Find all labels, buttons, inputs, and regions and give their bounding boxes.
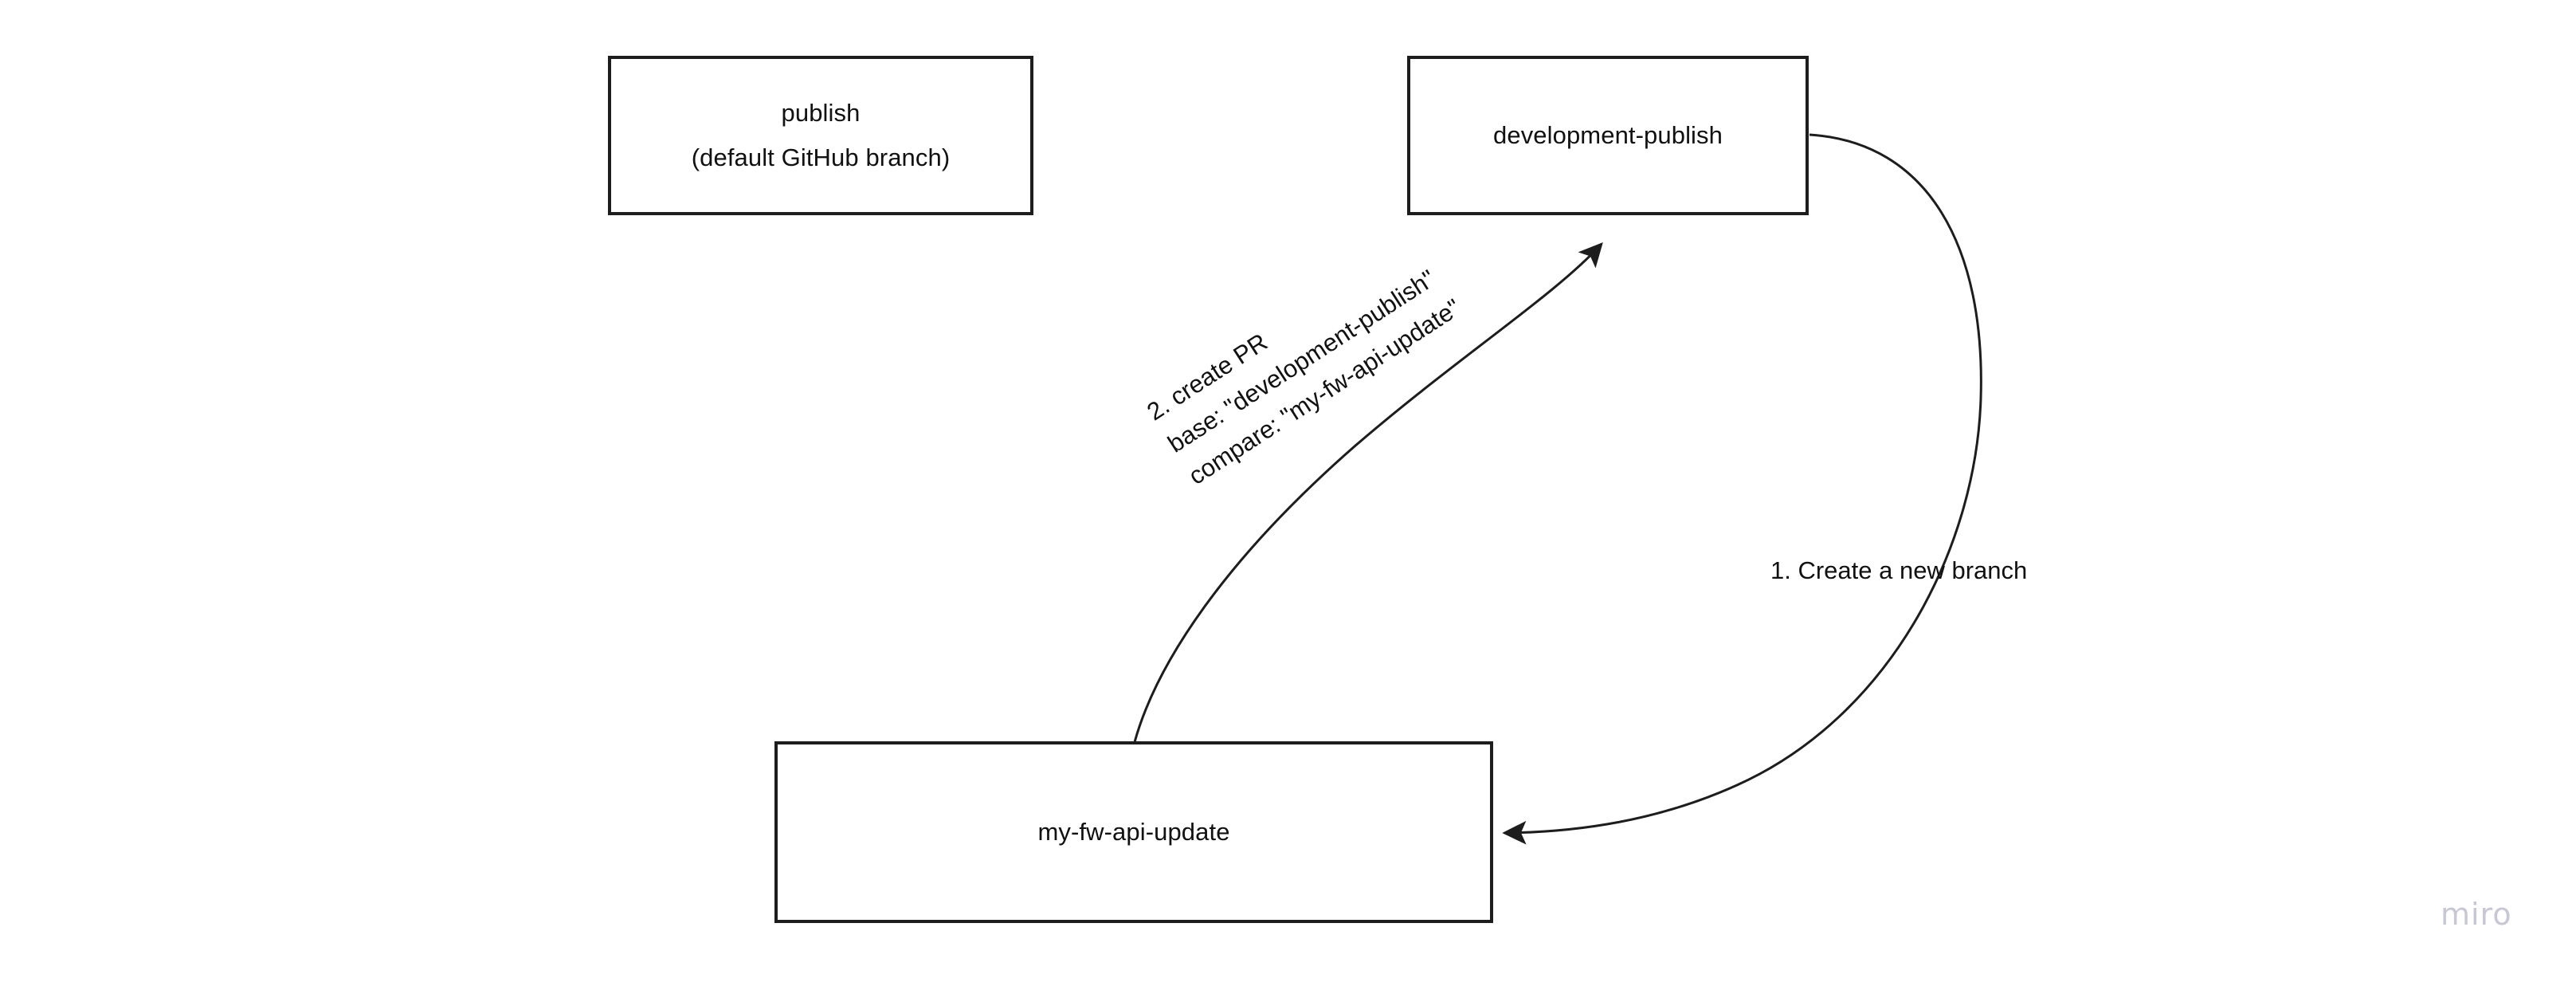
node-development-publish-label: development-publish	[1493, 121, 1723, 149]
node-my-fw-api-update[interactable]: my-fw-api-update	[774, 741, 1493, 923]
node-publish[interactable]: publish (default GitHub branch)	[608, 56, 1033, 215]
edge-label-create-branch[interactable]: 1. Create a new branch	[1770, 556, 2028, 584]
node-development-publish[interactable]: development-publish	[1407, 56, 1809, 215]
edge-label-create-pr[interactable]: 2. create PR base: "development-publish"…	[1142, 264, 1466, 490]
edge-create-branch-path	[1502, 133, 1982, 845]
node-publish-label: publish (default GitHub branch)	[691, 99, 951, 171]
node-my-fw-api-update-label: my-fw-api-update	[1037, 818, 1230, 846]
miro-watermark: miro	[2441, 897, 2512, 932]
